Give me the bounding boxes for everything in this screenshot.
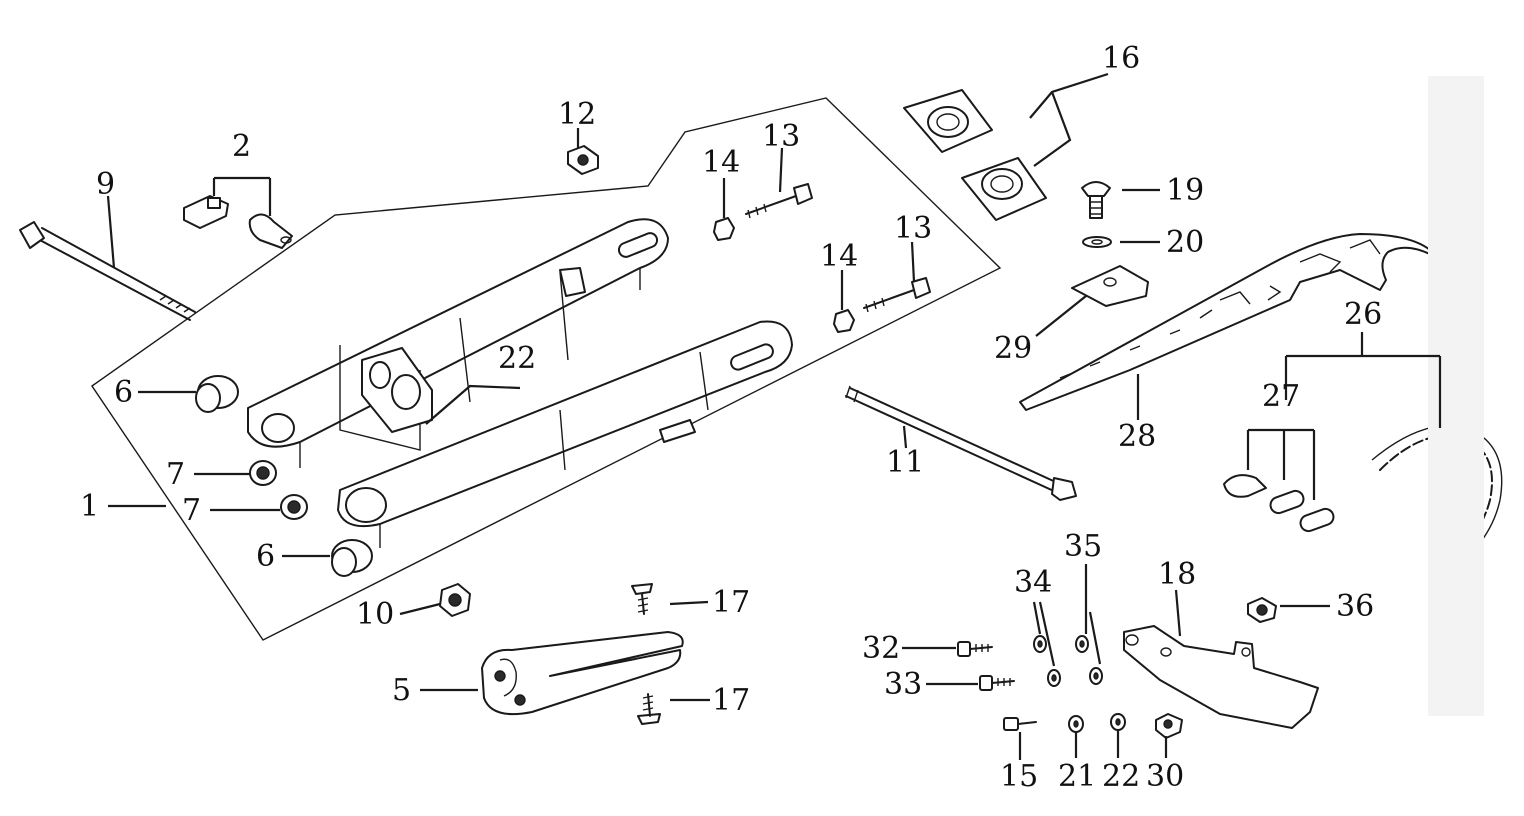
bushing-upper[interactable] [195,375,239,413]
callout-13a: 13 [762,119,800,154]
pivot-nut[interactable] [439,583,471,617]
cap-nut[interactable] [567,145,599,175]
callout-5: 5 [392,673,411,708]
washer-34-upper[interactable] [1033,635,1047,653]
swingarm-assembly-boundary [91,97,1002,641]
callout-11: 11 [886,445,924,480]
adjuster-nut-2[interactable] [833,309,855,333]
washer-34-lower[interactable] [1047,669,1061,687]
washer-35-lower[interactable] [1089,667,1103,685]
callout-19: 19 [1166,173,1204,208]
callout-7a: 7 [166,457,185,492]
callout-6a: 6 [114,375,133,410]
dust-seal-1[interactable] [249,460,277,486]
callout-12: 12 [558,97,596,132]
master-link-pin-plate[interactable] [1298,507,1335,534]
dust-seal-2[interactable] [280,494,308,520]
chain-guide-block-upper[interactable] [903,89,993,153]
callout-17a: 17 [712,585,750,620]
pivot-bolt[interactable] [19,221,196,321]
callout-26: 26 [1344,297,1382,332]
callout-20: 20 [1166,225,1204,260]
guard-bracket[interactable] [1071,265,1149,307]
callout-35: 35 [1064,529,1102,564]
adjuster-nut-1[interactable] [713,217,735,241]
callout-7b: 7 [182,493,201,528]
slider-screw-upper[interactable] [631,583,653,615]
callout-32: 32 [862,631,900,666]
master-link-plate[interactable] [1268,489,1305,516]
collar-nut-30[interactable] [1155,713,1183,739]
callout-10: 10 [356,597,394,632]
slider-screw-lower[interactable] [637,693,661,725]
guard-bolt-32[interactable] [957,641,993,657]
callout-22a: 22 [498,341,536,376]
callout-17b: 17 [712,683,750,718]
adjuster-bolt-1[interactable] [745,183,813,219]
callout-30: 30 [1146,759,1184,794]
adjuster-bolt-2[interactable] [863,277,931,313]
callout-21: 21 [1058,759,1096,794]
leader-lines [106,72,1442,760]
callout-29: 29 [994,331,1032,366]
callout-16: 16 [1102,41,1140,76]
chain-slider[interactable] [481,631,684,716]
callout-22b: 22 [1102,759,1140,794]
chain-guide-block-lower[interactable] [961,157,1047,221]
callout-6b: 6 [256,539,275,574]
callout-labels: 1 2 5 6 6 7 7 9 10 11 12 13 13 14 14 15 … [80,41,1382,794]
master-link-clip[interactable] [1223,474,1267,498]
callout-15: 15 [1000,759,1038,794]
washer-21[interactable] [1068,715,1084,733]
swingarm[interactable] [247,218,793,548]
callout-14b: 14 [820,239,858,274]
right-edge-smudge [1428,76,1484,716]
callout-28: 28 [1118,419,1156,454]
callout-27: 27 [1262,379,1300,414]
callout-14a: 14 [702,145,740,180]
flange-nut[interactable] [1247,597,1277,623]
callout-33: 33 [884,667,922,702]
guard-bolt[interactable] [1081,181,1111,219]
bolt-15[interactable] [1003,717,1037,731]
callout-9: 9 [96,167,115,202]
washer-35-upper[interactable] [1075,635,1089,653]
guard-bolt-33[interactable] [979,675,1015,691]
rear-axle[interactable] [845,385,1077,501]
bushing-lower[interactable] [331,539,373,577]
callout-36: 36 [1336,589,1374,624]
callout-2: 2 [232,129,251,164]
callout-34: 34 [1014,565,1052,600]
washer-22[interactable] [1110,713,1126,731]
sprocket-guard[interactable] [1123,625,1319,729]
callout-18: 18 [1158,557,1196,592]
callout-13b: 13 [894,211,932,246]
chain-adjuster-blocks[interactable] [183,195,293,249]
washer[interactable] [1082,236,1112,248]
callout-1: 1 [80,489,99,524]
